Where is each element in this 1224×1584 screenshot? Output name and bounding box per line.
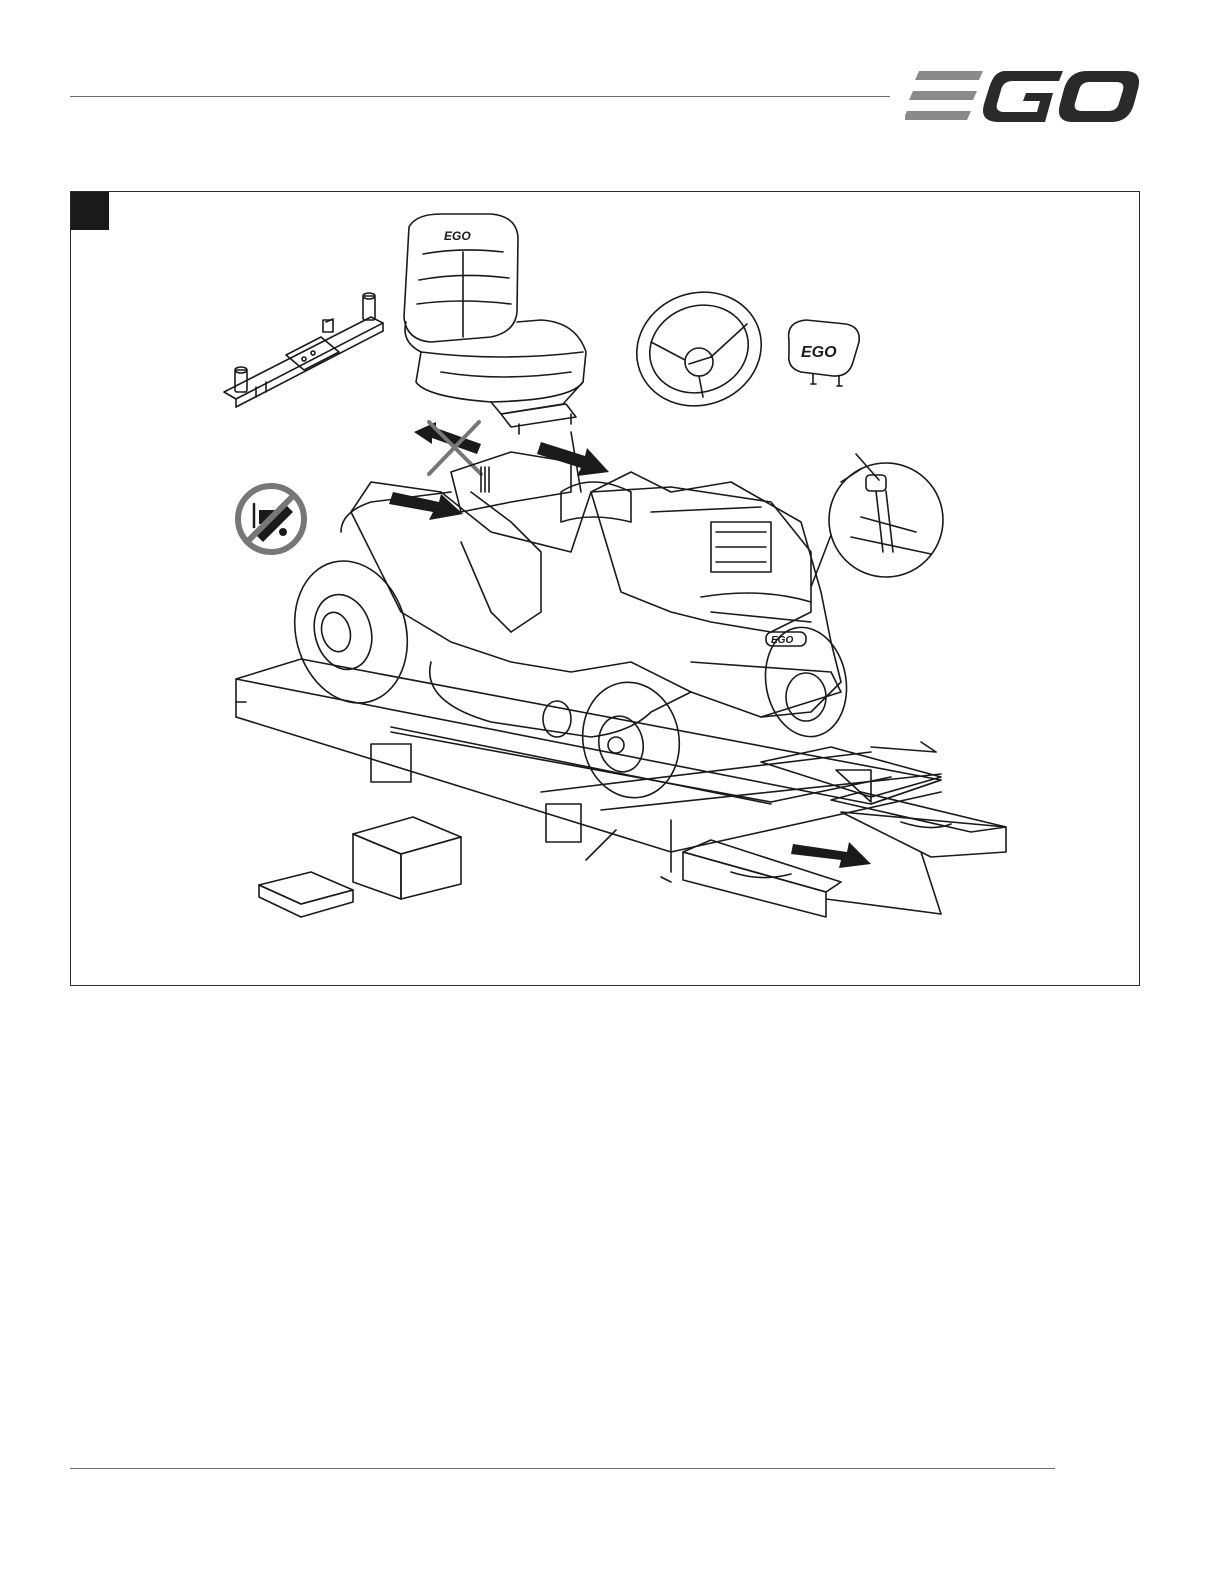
no-forklift-icon	[238, 486, 304, 552]
hub-cap-brand-label: EGO	[801, 344, 837, 361]
hub-cap-part: EGO	[789, 320, 860, 386]
footer-rule	[70, 1468, 1055, 1469]
figure-frame: EGO EGO	[70, 191, 1140, 986]
seat-part: EGO	[404, 214, 586, 434]
header-rule	[70, 96, 890, 97]
seat-bracket-part	[224, 293, 383, 407]
steering-wheel-part	[621, 275, 778, 423]
prohibited-direction-icon	[414, 422, 481, 474]
loose-boxes	[259, 817, 461, 917]
grille-brand-label: EGO	[771, 635, 793, 646]
ego-logo	[905, 68, 1140, 124]
lever-detail-callout	[811, 454, 943, 587]
unpacking-illustration: EGO EGO	[71, 192, 1141, 987]
push-direction-arrow-icon	[389, 442, 871, 868]
seat-brand-label: EGO	[444, 229, 471, 243]
shipping-pallet	[236, 659, 941, 882]
